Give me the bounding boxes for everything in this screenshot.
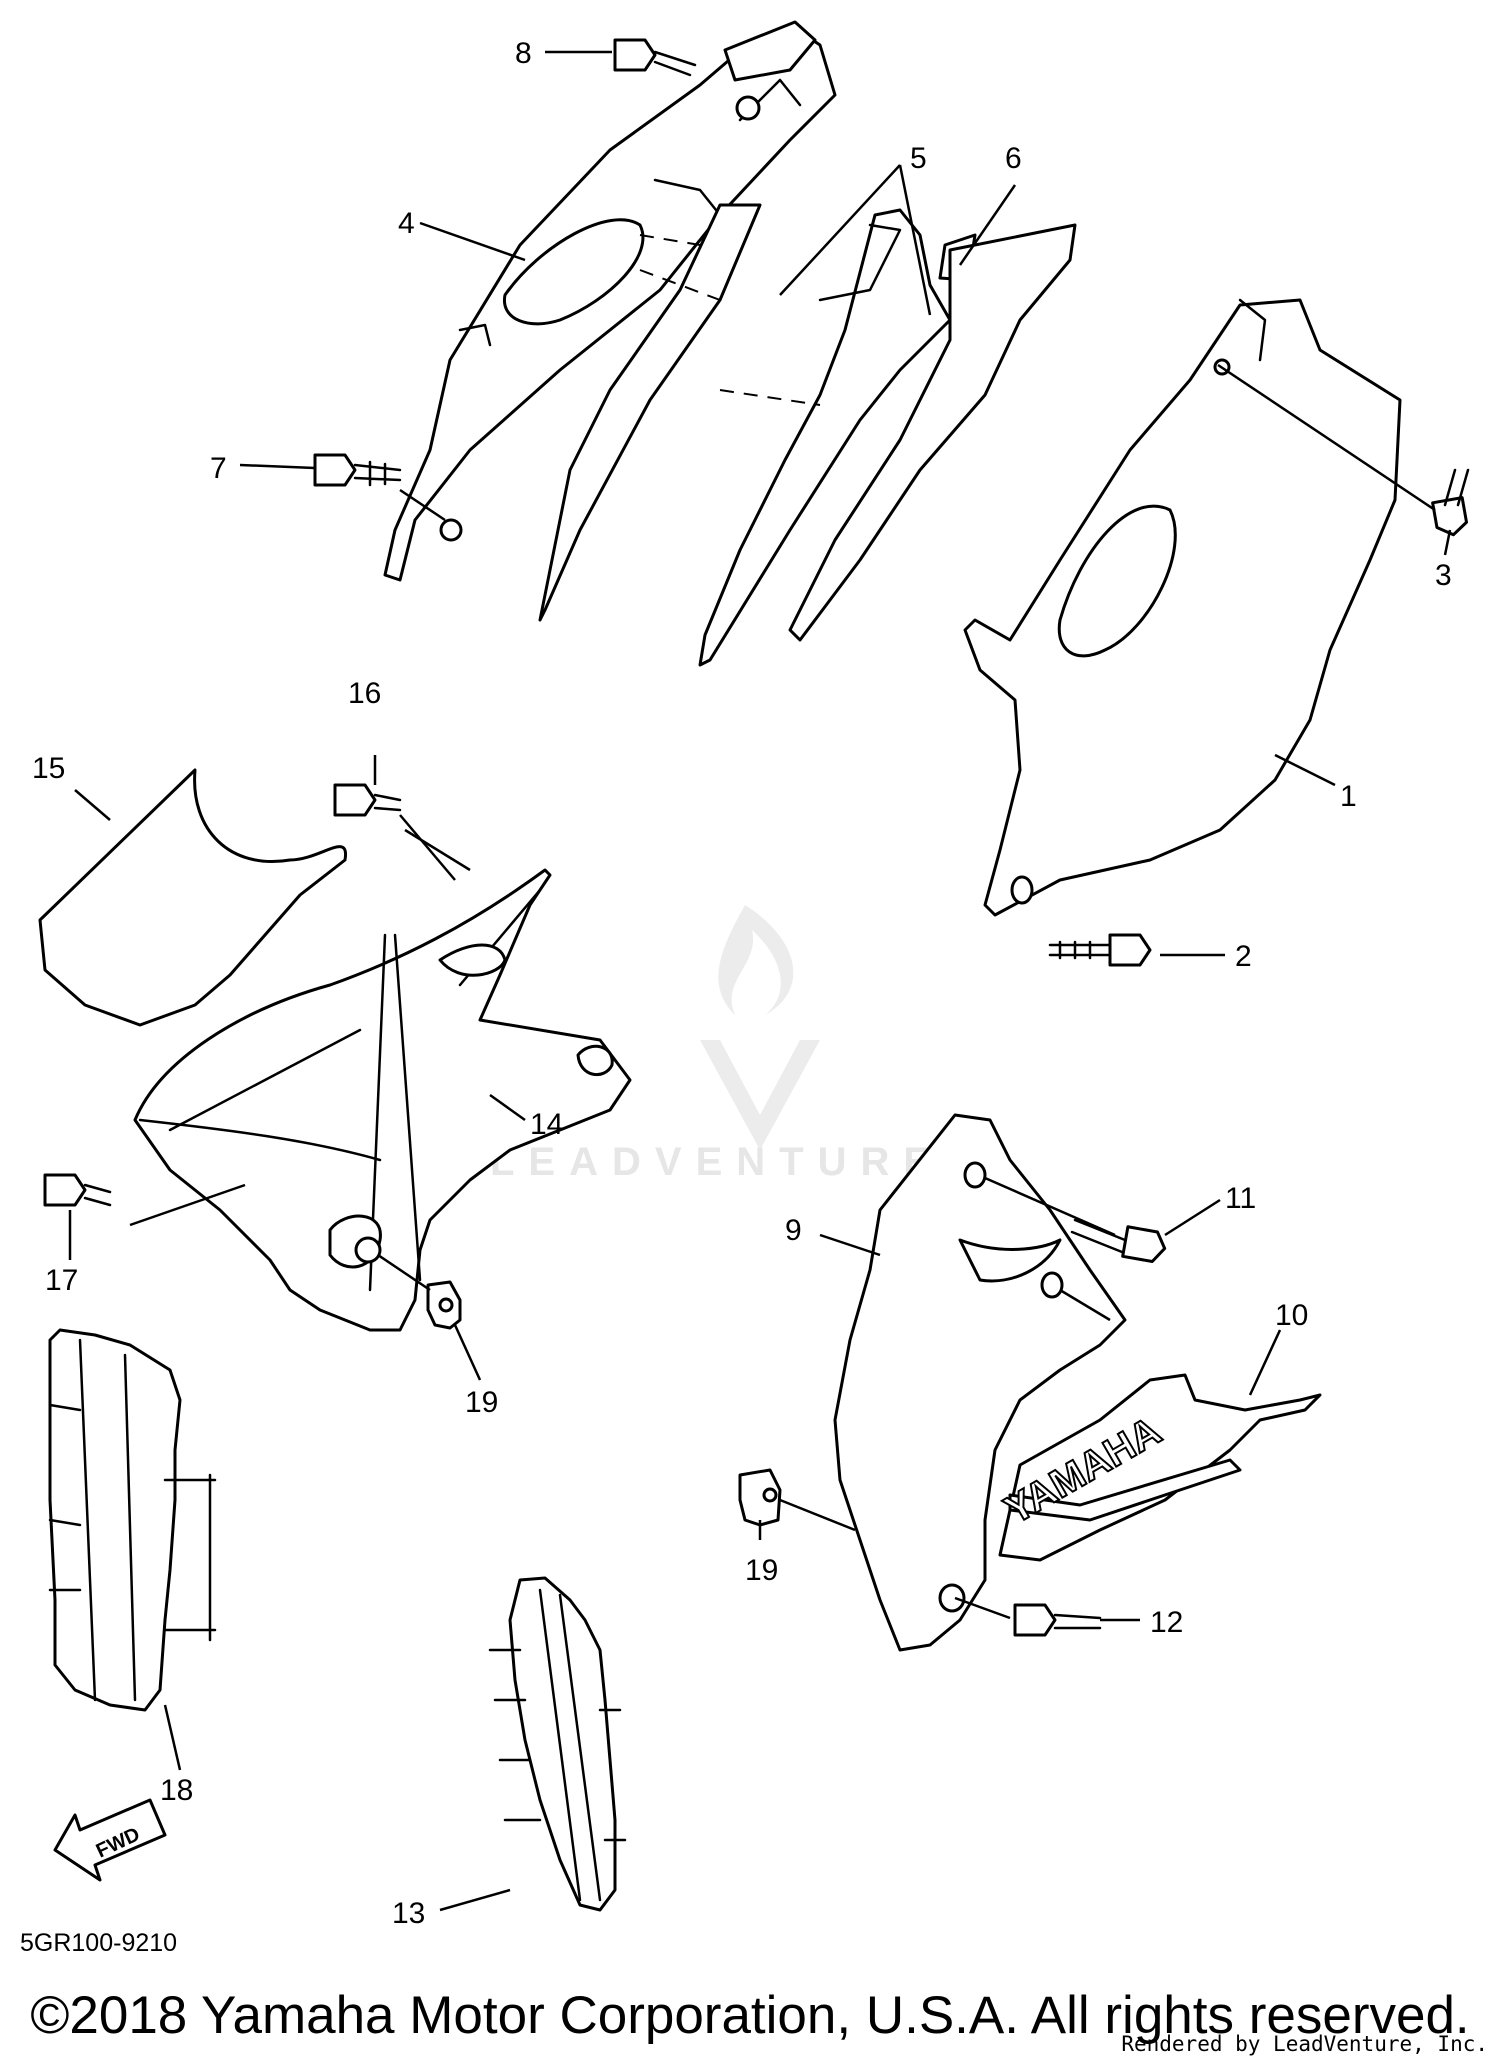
bolt-17 <box>43 1173 112 1207</box>
part-18-radiator-guard <box>48 1328 217 1712</box>
callout-6: 6 <box>1005 142 1022 175</box>
callout-2: 2 <box>1235 940 1252 973</box>
callout-3: 3 <box>1435 559 1452 592</box>
leader-lines <box>68 50 1452 1912</box>
bolt-12 <box>1013 1603 1102 1637</box>
rendered-by-credit: Rendered by LeadVenture, Inc. <box>1121 2032 1488 2056</box>
part-9-shroud-cover <box>833 1113 1127 1652</box>
part-10-decal: YAMAHA <box>997 1373 1322 1562</box>
callout-12: 12 <box>1150 1606 1183 1639</box>
bolt-11 <box>1070 1218 1167 1264</box>
callout-1: 1 <box>1340 780 1357 813</box>
callout-14: 14 <box>530 1108 563 1141</box>
part-1-number-plate <box>963 298 1402 917</box>
part-5-inner-panel-left <box>538 203 762 622</box>
part-4-side-cover <box>383 20 837 582</box>
part-5-inner-panel-shell <box>788 223 1077 642</box>
part-15-tank <box>38 768 348 1027</box>
fwd-arrow-icon: FWD <box>53 1798 167 1882</box>
callout-16: 16 <box>348 677 381 710</box>
bolt-2 <box>1048 933 1152 967</box>
bolt-7 <box>313 453 402 487</box>
part-19-clip-lower <box>738 1468 782 1527</box>
diagram-code: 5GR100-9210 <box>20 1929 178 1957</box>
part-19-clip-upper <box>426 1280 462 1330</box>
callout-labels: 1 2 3 4 5 6 7 8 9 10 11 12 13 14 15 16 1… <box>32 37 1452 1930</box>
part-14-shroud <box>133 868 632 1332</box>
watermark-text: LEADVENTURE <box>490 1140 944 1184</box>
callout-9: 9 <box>785 1214 802 1247</box>
callout-8: 8 <box>515 37 532 70</box>
callout-17: 17 <box>45 1264 78 1297</box>
callout-19-upper: 19 <box>465 1386 498 1419</box>
bolt-3 <box>1431 468 1470 537</box>
watermark-logo: LEADVENTURE <box>490 905 944 1184</box>
copyright-notice: ©2018 Yamaha Motor Corporation, U.S.A. A… <box>30 1986 1470 2045</box>
callout-10: 10 <box>1275 1299 1308 1332</box>
callout-19-lower: 19 <box>745 1554 778 1587</box>
callout-11: 11 <box>1225 1182 1256 1215</box>
callout-13: 13 <box>392 1897 425 1930</box>
part-13-radiator-guard <box>488 1576 627 1912</box>
callout-4: 4 <box>398 207 415 240</box>
callout-18: 18 <box>160 1774 193 1807</box>
bolt-8 <box>613 38 697 77</box>
callout-15: 15 <box>32 752 65 785</box>
part-5-inner-panel-right <box>698 208 952 667</box>
bolt-16 <box>333 783 402 817</box>
callout-5: 5 <box>910 142 927 175</box>
callout-7: 7 <box>210 452 227 485</box>
